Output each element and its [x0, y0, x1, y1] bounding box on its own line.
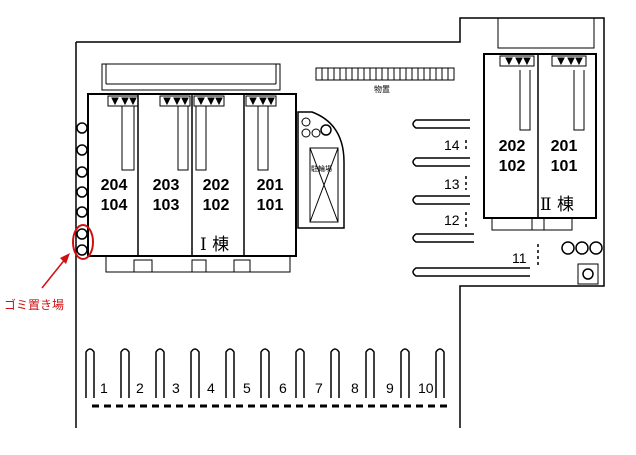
parking-number-2: 2 — [136, 380, 144, 396]
unit-number-lower: 101 — [550, 158, 578, 175]
unit-number-upper: 202 — [498, 138, 526, 155]
garbage-area-label: ゴミ置き場 — [4, 298, 65, 312]
ac-units-building-2 — [499, 55, 587, 67]
parking-number-6: 6 — [279, 380, 287, 396]
building-1-unit-4: 201 101 — [250, 176, 290, 216]
building-1-name: Ⅰ 棟 — [200, 235, 230, 255]
site-boundary — [75, 17, 605, 428]
building-1-unit-2: 203 103 — [146, 176, 186, 216]
storage-shed — [315, 67, 455, 81]
building-2 — [483, 17, 603, 285]
unit-number-upper: 201 — [550, 138, 578, 155]
parking-number-1: 1 — [100, 380, 108, 396]
bike-parking — [297, 111, 345, 229]
parking-number-14: 14 — [444, 137, 460, 153]
garbage-containers — [76, 122, 88, 256]
unit-number-lower: 102 — [202, 197, 230, 214]
unit-number-lower: 103 — [152, 197, 180, 214]
bike-parking-label: 駐輪場 — [311, 165, 332, 173]
parking-number-7: 7 — [315, 380, 323, 396]
unit-number-lower: 101 — [256, 197, 284, 214]
building-1-unit-3: 202 102 — [196, 176, 236, 216]
parking-number-11: 11 — [512, 250, 527, 266]
building-2-name: Ⅱ 棟 — [540, 195, 574, 215]
parking-number-13: 13 — [444, 176, 460, 192]
unit-number-lower: 104 — [100, 197, 128, 214]
building-2-unit-1: 202 102 — [492, 137, 532, 177]
garbage-highlight-marker — [72, 224, 94, 260]
garbage-arrow — [41, 253, 70, 289]
parking-number-9: 9 — [386, 380, 394, 396]
parking-slot-lines-bottom — [85, 348, 448, 408]
unit-number-upper: 203 — [152, 177, 180, 194]
parking-number-4: 4 — [207, 380, 215, 396]
parking-number-10: 10 — [418, 380, 434, 396]
unit-number-lower: 102 — [498, 158, 526, 175]
ac-units-building-1 — [107, 95, 277, 107]
storage-label: 物置 — [374, 85, 390, 94]
unit-number-upper: 201 — [256, 177, 284, 194]
unit-number-upper: 202 — [202, 177, 230, 194]
parking-number-12: 12 — [444, 212, 460, 228]
parking-number-3: 3 — [172, 380, 180, 396]
parking-slot-lines-right — [412, 119, 539, 277]
parking-number-5: 5 — [243, 380, 251, 396]
unit-number-upper: 204 — [100, 177, 128, 194]
building-1-unit-1: 204 104 — [94, 176, 134, 216]
parking-number-8: 8 — [351, 380, 359, 396]
building-2-unit-2: 201 101 — [544, 137, 584, 177]
building-1 — [87, 63, 297, 273]
